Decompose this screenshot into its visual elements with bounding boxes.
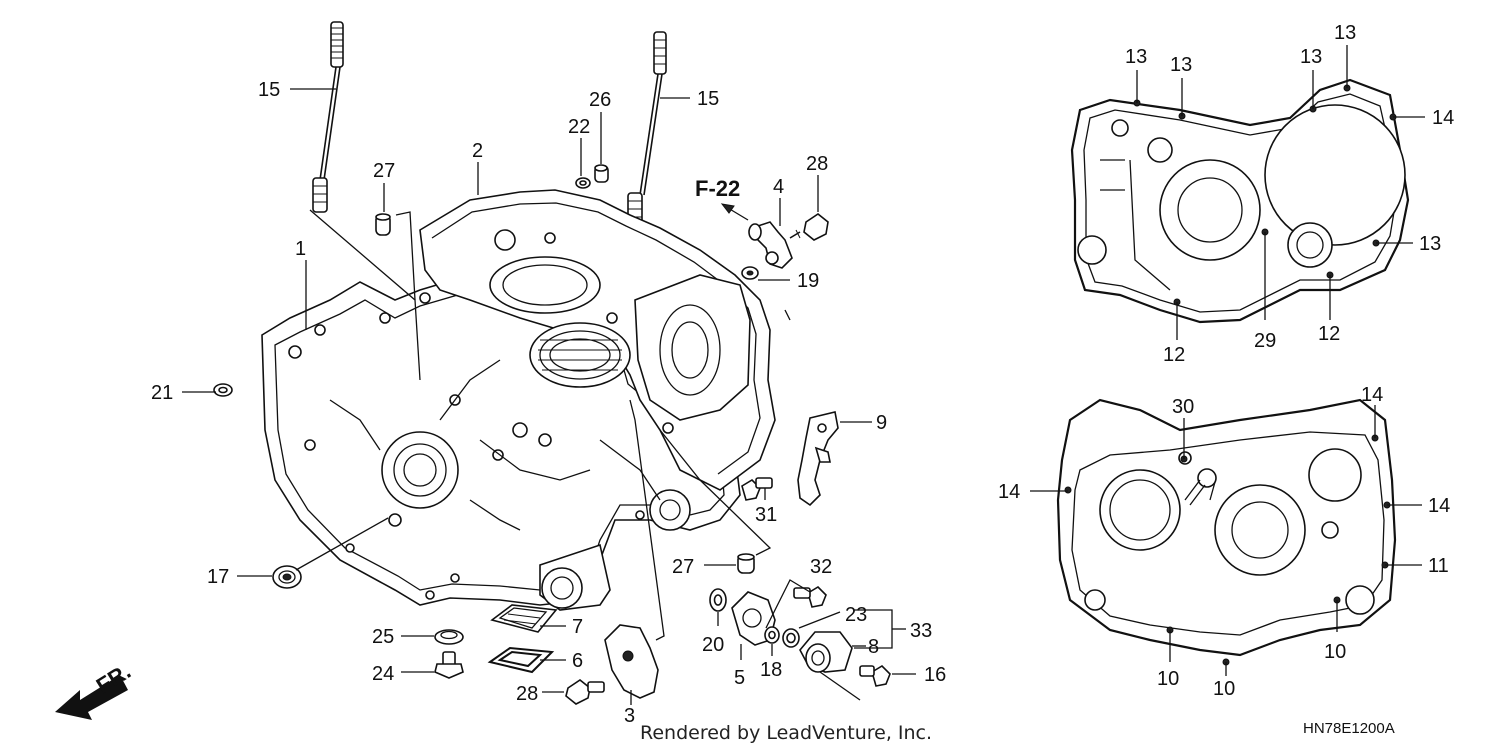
callout-11: 11: [1428, 555, 1449, 577]
part-28-bolt-lower: [565, 679, 605, 705]
part-17-oil-seal: [272, 565, 302, 589]
credit-text: Rendered by LeadVenture, Inc.: [640, 722, 932, 744]
reference-label: F-22: [695, 176, 740, 201]
callout-23: 23: [845, 604, 867, 626]
part-28-bolt-upper: [789, 213, 829, 241]
callout-26: 26: [589, 89, 611, 111]
callout-24: 24: [372, 663, 394, 685]
part-9-bracket: [797, 411, 839, 507]
callout-10: 10: [1324, 641, 1346, 663]
leader-lines: [182, 45, 1425, 705]
part-27-dowel-upper: [375, 213, 391, 236]
crankcase-assembly: [261, 189, 776, 611]
part-22-washer: [575, 177, 591, 189]
callout-4: 4: [773, 176, 784, 198]
callout-14: 14: [1432, 107, 1454, 129]
callout-17: 17: [207, 566, 229, 588]
callout-31: 31: [755, 504, 777, 526]
callout-32: 32: [810, 556, 832, 578]
part-7-strainer: [490, 604, 558, 633]
callout-13: 13: [1125, 46, 1147, 68]
flange-bolt-holes: [288, 229, 674, 600]
callout-10: 10: [1157, 668, 1179, 690]
part-16-bolt: [859, 664, 891, 687]
part-23-o-ring: [782, 628, 800, 648]
part-18-o-ring: [764, 626, 780, 644]
crankcase-inner-view-bottom: [1056, 398, 1397, 666]
part-27-dowel-lower: [737, 553, 755, 574]
callout-28: 28: [516, 683, 538, 705]
part-24-drain-bolt: [434, 651, 464, 679]
callout-27: 27: [672, 556, 694, 578]
callout-16: 16: [924, 664, 946, 686]
callout-15: 15: [697, 88, 719, 110]
part-8-sensor: [799, 631, 853, 673]
part-32-bolt: [793, 585, 827, 608]
stud-bolt-left: [312, 21, 344, 213]
callout-18: 18: [760, 659, 782, 681]
callout-19: 19: [797, 270, 819, 292]
callout-6: 6: [572, 650, 583, 672]
callout-13: 13: [1419, 233, 1441, 255]
part-4-fitting: [748, 221, 793, 269]
callout-13: 13: [1170, 54, 1192, 76]
part-31-bolt: [741, 477, 773, 501]
callout-21: 21: [151, 382, 173, 404]
diagram-code: HN78E1200A: [1303, 720, 1395, 737]
callout-12: 12: [1163, 344, 1185, 366]
callout-27: 27: [373, 160, 395, 182]
callout-14: 14: [998, 481, 1020, 503]
reference-arrow: [720, 203, 749, 221]
part-19-washer: [741, 266, 759, 280]
callout-22: 22: [568, 116, 590, 138]
callout-2: 2: [472, 140, 483, 162]
callout-30: 30: [1172, 396, 1194, 418]
part-5-housing: [731, 591, 776, 646]
part-3-plate: [604, 624, 659, 699]
callout-9: 9: [876, 412, 887, 434]
stud-bolt-right: [627, 31, 667, 226]
callout-8: 8: [868, 636, 879, 658]
callout-14: 14: [1361, 384, 1383, 406]
callout-5: 5: [734, 667, 745, 689]
part-26-dowel: [594, 164, 609, 183]
callout-10: 10: [1213, 678, 1235, 700]
callout-1: 1: [295, 238, 306, 260]
part-20-washer: [709, 588, 727, 612]
part-25-washer: [434, 629, 464, 645]
callout-25: 25: [372, 626, 394, 648]
part-6-gasket: [487, 646, 555, 674]
callout-28: 28: [806, 153, 828, 175]
callout-7: 7: [572, 616, 583, 638]
callout-13: 13: [1300, 46, 1322, 68]
callout-33: 33: [910, 620, 932, 642]
callout-15: 15: [258, 79, 280, 101]
callout-12: 12: [1318, 323, 1340, 345]
callout-3: 3: [624, 705, 635, 727]
crankcase-inner-view-top: [1070, 78, 1410, 324]
callout-20: 20: [702, 634, 724, 656]
callout-29: 29: [1254, 330, 1276, 352]
part-21-washer: [213, 383, 233, 397]
front-direction-arrow: [55, 675, 128, 720]
callout-13: 13: [1334, 22, 1356, 44]
callout-14: 14: [1428, 495, 1450, 517]
